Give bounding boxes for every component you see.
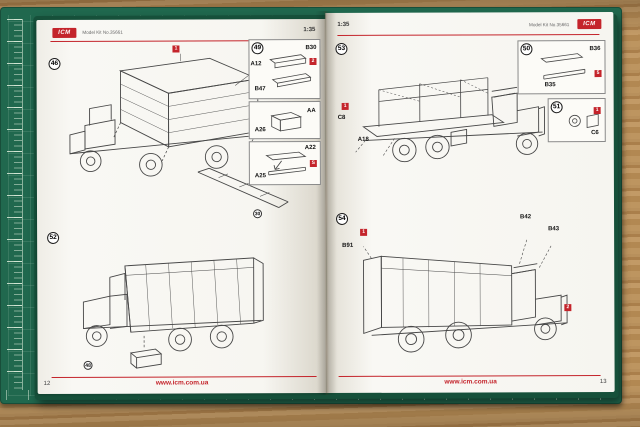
step-46-badge: 46: [48, 57, 61, 70]
part-label-b91: B91: [342, 242, 354, 249]
inset-box-a26: AA A26: [248, 101, 321, 140]
part-callout-30: 30: [253, 209, 263, 219]
scale-label-left: 1:35: [303, 27, 316, 34]
part-callout-48: 48: [83, 360, 93, 370]
inset-box-a22: A22 S A25: [248, 141, 321, 186]
box-a26-part-drawing: [264, 107, 308, 135]
icm-logo-left: ICM: [52, 27, 77, 38]
page-12: ICM Model Kit No.35661 1:35 46: [36, 19, 327, 395]
part-label-b35: B35: [544, 82, 556, 89]
part-label-a25: A25: [254, 173, 266, 180]
box-49-parts-drawing: [265, 46, 317, 94]
step-52-truck-drawing: [59, 233, 304, 376]
footer-url-right: www.icm.com.ua: [444, 378, 497, 386]
step-52-badge: 52: [47, 231, 60, 244]
scale-label-right: 1:35: [337, 21, 350, 28]
part-label-a26: A26: [254, 127, 266, 134]
inset-box-49: 49 B30 2 B47: [248, 39, 321, 100]
page-number-right: 13: [599, 379, 607, 386]
box-51-parts-drawing: [565, 109, 603, 137]
page-number-left: 12: [43, 380, 51, 387]
position-marker: 1: [172, 45, 180, 53]
part-label-a22: A22: [304, 145, 316, 152]
kit-title-right: Model Kit No.35661: [529, 22, 570, 28]
kit-title-left: Model Kit No.35661: [82, 29, 123, 35]
box-50-parts-drawing: [536, 48, 594, 88]
position-marker: 2: [564, 304, 572, 312]
part-label-b42: B42: [520, 214, 532, 221]
footer-rule-left: [51, 376, 317, 378]
step-53-truck-drawing: [335, 50, 551, 199]
part-label-b30: B30: [305, 45, 317, 52]
step-54-badge: 54: [336, 212, 349, 225]
step-51-badge: 51: [550, 101, 563, 114]
mat-ruler-left: [3, 19, 25, 390]
part-label-c8: C8: [337, 114, 346, 121]
step-50-badge: 50: [520, 43, 533, 56]
step-49-badge: 49: [251, 42, 264, 55]
position-marker-s: S: [309, 160, 317, 168]
position-marker: 1: [593, 107, 601, 115]
page-13: 1:35 Model Kit No.35661 ICM 53: [325, 11, 615, 394]
inset-box-51: 51 1 C6: [547, 98, 606, 143]
step-54-truck-drawing: [340, 218, 591, 375]
part-label-a12: A12: [250, 61, 262, 68]
part-label-aa: AA: [306, 108, 316, 115]
inset-box-50: 50 B36 B35 5: [517, 40, 606, 95]
instruction-booklet: ICM Model Kit No.35661 1:35 46: [33, 8, 620, 402]
position-marker: 5: [594, 70, 602, 78]
part-label-c6: C6: [591, 130, 599, 137]
icm-logo-right: ICM: [577, 19, 602, 30]
step-53: 53: [333, 38, 606, 203]
footer-url-left: www.icm.com.ua: [155, 379, 209, 387]
position-marker: 1: [360, 228, 368, 236]
part-label-b47: B47: [254, 86, 266, 93]
box-a22-part-drawing: [258, 148, 312, 182]
header-rule-right: [337, 34, 600, 36]
step-53-badge: 53: [335, 42, 348, 55]
part-label-b43: B43: [548, 226, 560, 233]
step-52: 52: [45, 227, 324, 378]
step-54: 54: [334, 208, 607, 381]
part-label-b36: B36: [589, 46, 601, 53]
position-marker: 1: [341, 102, 349, 110]
part-label-a18: A18: [357, 136, 369, 143]
position-marker: 2: [309, 58, 317, 66]
